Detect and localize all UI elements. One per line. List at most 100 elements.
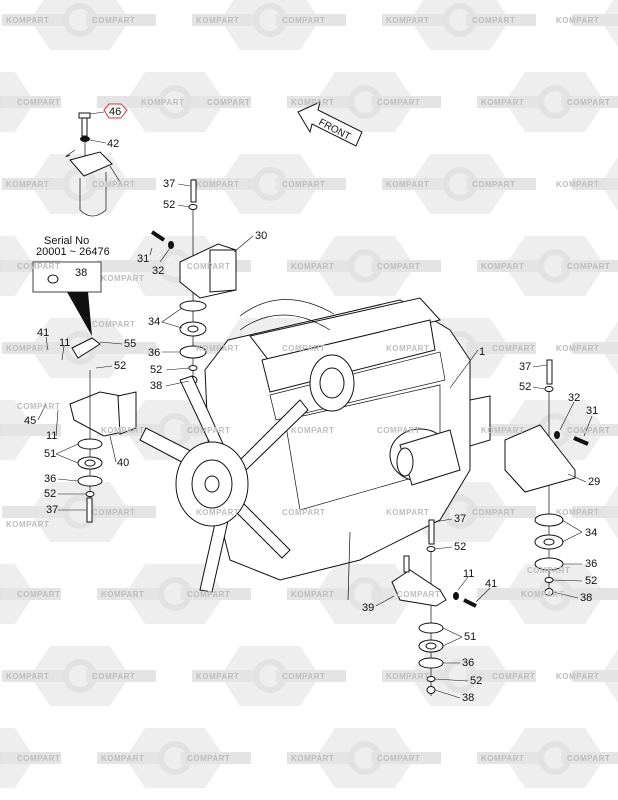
watermark-text: COMPART [377,262,420,271]
callout-29: 29 [588,476,600,488]
watermark-text-layer: KOMPART COMPART KOMPART COMPART KOMPART COMPA… [6,16,610,763]
watermark-tile [572,0,618,50]
watermark-text: KOMPART [386,344,429,353]
watermark-text: COMPART [492,344,535,353]
watermark-text: KOMPART [291,426,334,435]
watermark-text: COMPART [377,98,420,107]
watermark-text: COMPART [472,508,515,517]
watermark-text: COMPART [567,754,610,763]
leader-lines [37,139,593,699]
callout-31: 31 [586,405,598,417]
watermark-text: KOMPART [196,180,239,189]
highlighted-callout-46[interactable]: 46 [89,103,128,119]
callout-52: 52 [454,541,466,553]
watermark-text: KOMPART [291,98,334,107]
cooling-fan [139,375,309,593]
callout-52: 52 [470,675,482,687]
watermark-text: KOMPART [196,344,239,353]
watermark-text: KOMPART [521,590,564,599]
watermark-text: COMPART [567,262,610,271]
callout-11: 11 [46,430,57,442]
watermark-text: KOMPART [556,16,599,25]
callout-36: 36 [585,558,597,570]
watermark-text: KOMPART [556,672,599,681]
callout-labels: 42 37 52 30 31 32 38 34 36 52 38 55 41 1… [24,138,600,704]
watermark-text: KOMPART [291,590,334,599]
callout-36: 36 [44,473,56,485]
watermark-text: KOMPART [6,180,49,189]
callout-31: 31 [137,253,149,265]
watermark-text: KOMPART [481,426,524,435]
callout-38: 38 [462,692,474,704]
callout-51: 51 [464,631,476,643]
watermark-tile [192,0,346,50]
watermark-tile [382,0,536,50]
callout-11: 11 [463,568,474,580]
callout-52: 52 [163,199,175,211]
callout-52: 52 [585,575,597,587]
watermark-text: COMPART [377,426,420,435]
callout-34: 34 [148,316,160,328]
callout-38: 38 [580,592,592,604]
watermark-text: KOMPART [6,520,49,529]
callout-39: 39 [362,602,374,614]
watermark-text: COMPART [282,508,325,517]
watermark-text: KOMPART [101,426,144,435]
callout-38: 38 [150,380,162,392]
callout-52: 52 [114,360,126,372]
callout-34: 34 [585,527,597,539]
watermark-text: COMPART [17,98,60,107]
watermark-text: COMPART [187,262,230,271]
watermark-text: KOMPART [141,98,184,107]
serial-title: Serial No [44,235,89,247]
watermark-text: COMPART [567,98,610,107]
watermark-text: COMPART [17,262,60,271]
watermark-text: COMPART [377,754,420,763]
watermark-text: KOMPART [386,16,429,25]
watermark-text: KOMPART [481,262,524,271]
watermark-text: COMPART [17,402,60,411]
watermark-text: COMPART [527,566,570,575]
watermark-text: KOMPART [196,508,239,517]
engine-assembly [139,297,491,601]
watermark-text: COMPART [567,426,610,435]
watermark-text: COMPART [397,590,440,599]
callout-32: 32 [152,265,164,277]
callout-1: 1 [479,346,485,358]
watermark-text: COMPART [282,672,325,681]
watermark-text: COMPART [282,180,325,189]
watermark-text: KOMPART [101,274,144,283]
watermark-text: KOMPART [386,508,429,517]
watermark-text: KOMPART [6,672,49,681]
watermark-text: COMPART [492,672,535,681]
watermark-text: KOMPART [481,98,524,107]
callout-52: 52 [150,364,162,376]
callout-41: 41 [485,578,497,590]
serial-inset-box [32,261,102,293]
watermark-text: KOMPART [101,590,144,599]
callout-37: 37 [519,361,531,373]
callout-51: 51 [44,448,56,460]
watermark-text: COMPART [207,98,250,107]
watermark-text: KOMPART [196,16,239,25]
watermark-text: COMPART [17,590,60,599]
callout-42: 42 [107,138,119,150]
watermark-text: COMPART [92,320,135,329]
callout-52: 52 [519,381,531,393]
callout-36: 36 [148,347,160,359]
inset-pointer [67,292,92,336]
watermark-tile [2,0,156,50]
watermark-text: COMPART [92,16,135,25]
watermark-text: KOMPART [556,344,599,353]
watermark-text: KOMPART [196,672,239,681]
callout-30: 30 [255,230,267,242]
watermark-text: COMPART [92,672,135,681]
watermark-text: KOMPART [291,262,334,271]
watermark-text: COMPART [187,426,230,435]
callout-41: 41 [37,327,49,339]
watermark-text: COMPART [282,344,325,353]
serial-range: 20001 ~ 26476 [36,246,110,258]
callout-36: 36 [462,657,474,669]
